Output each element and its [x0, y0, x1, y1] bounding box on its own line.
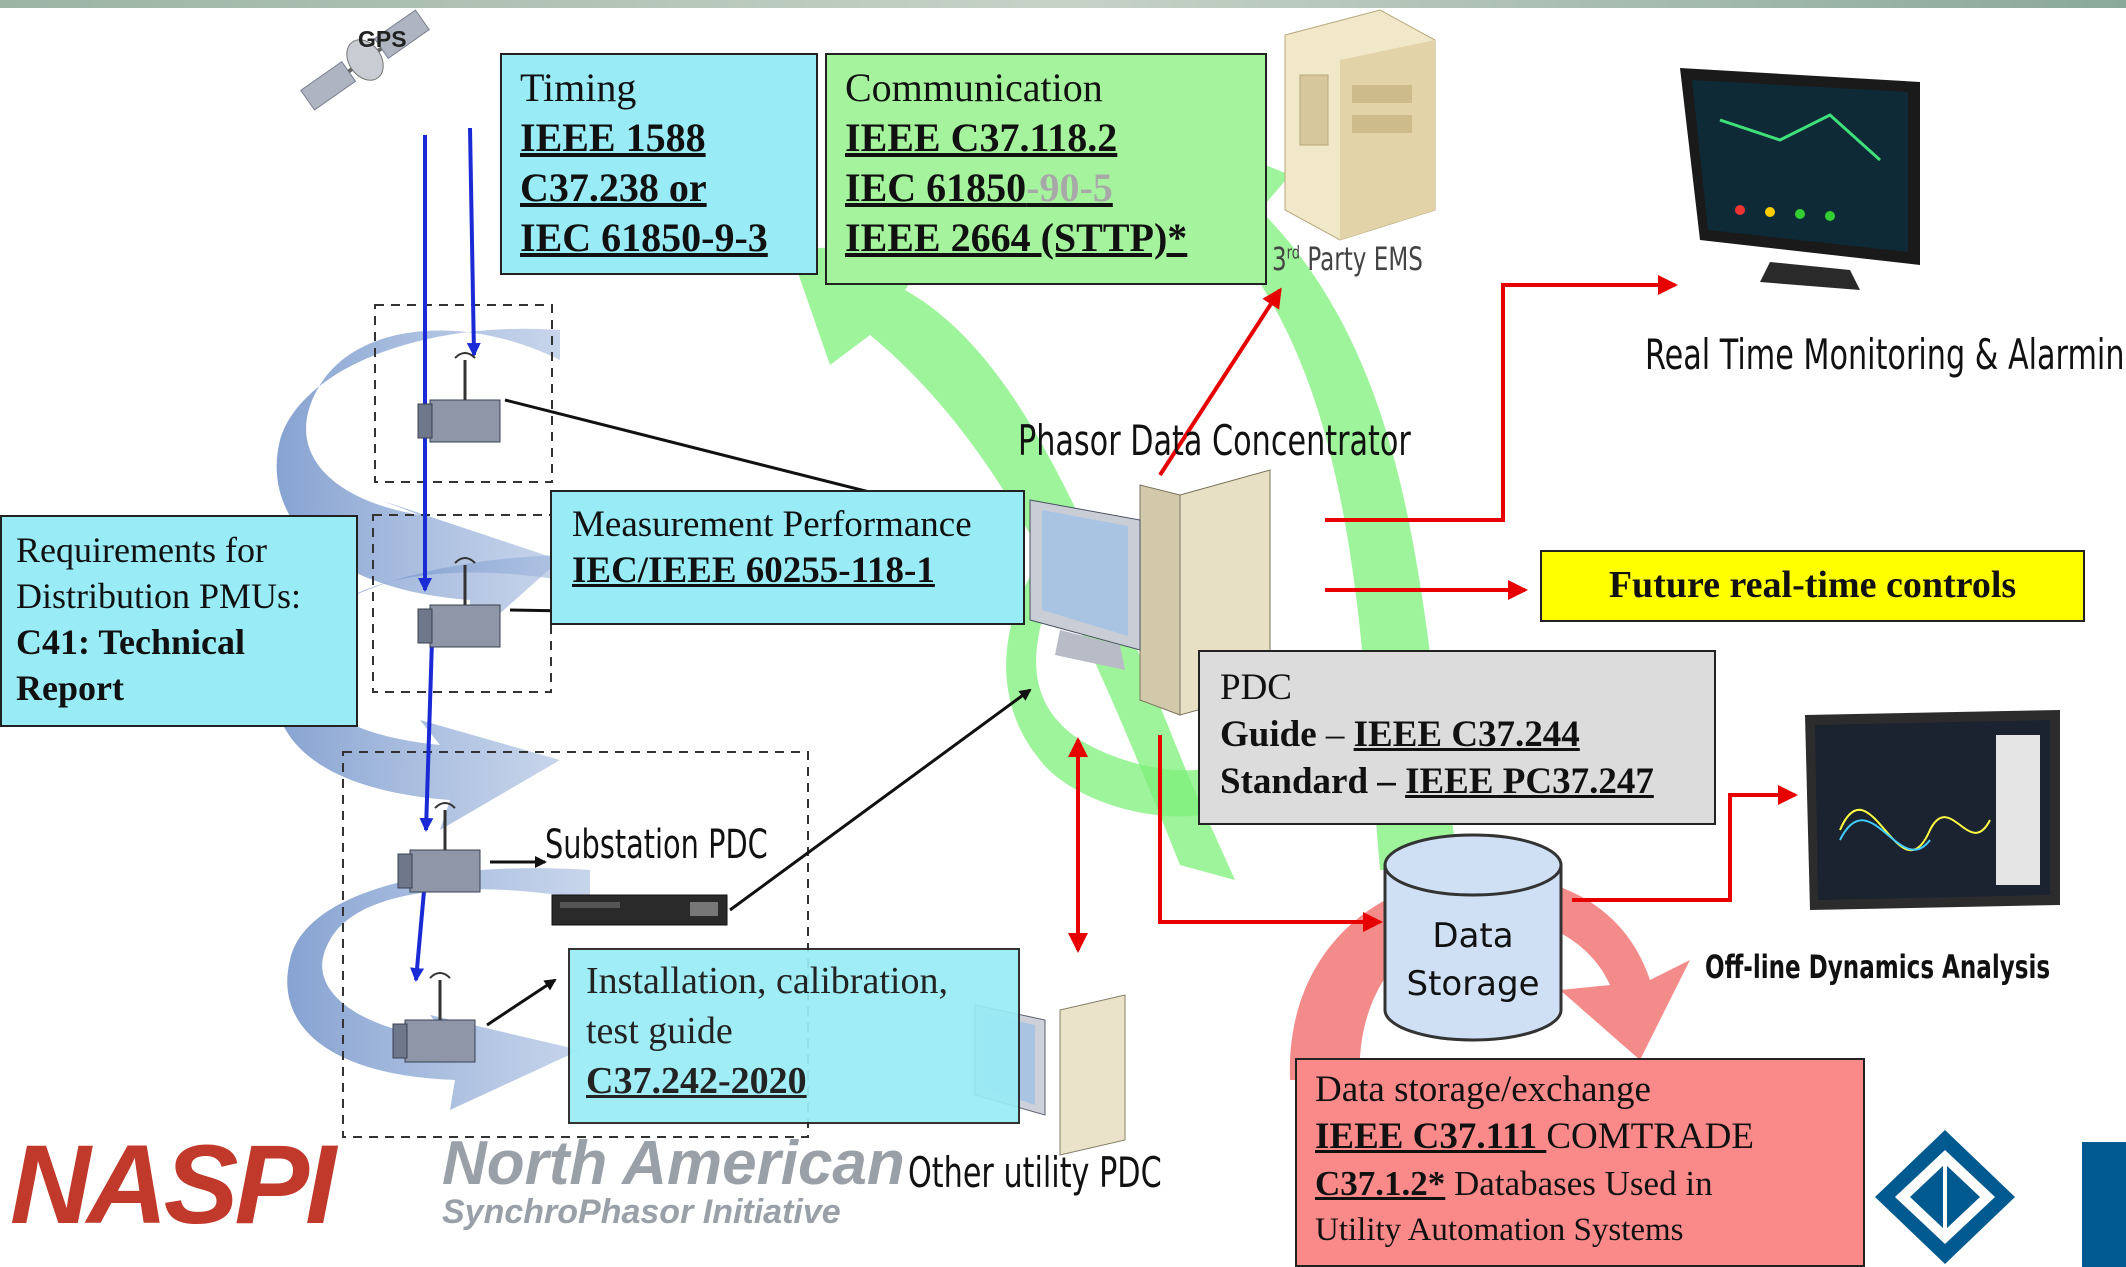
communication-box: Communication IEEE C37.118.2 IEC 61850-9… [825, 53, 1267, 285]
requirements-line-3: C41: Technical [16, 622, 246, 662]
communication-standard-3: IEEE 2664 (STTP)* [845, 215, 1188, 260]
timing-standard-1: IEEE 1588 [520, 115, 706, 160]
installation-line-1: Installation, calibration, [586, 960, 948, 1002]
substation-pdc-rack-icon [551, 894, 728, 926]
data-exchange-line-1: IEEE C37.111 COMTRADE [1315, 1116, 1754, 1157]
third-party-ems-server-icon [1284, 9, 1436, 241]
data-exchange-line-3: Utility Automation Systems [1315, 1212, 1684, 1248]
data-storage-label: Data Storage [1406, 916, 1540, 1004]
timing-standard-2: C37.238 or [520, 165, 707, 210]
communication-standard-2: IEC 61850-90-5 [845, 165, 1113, 210]
real-time-monitor-icon [1680, 68, 1920, 290]
installation-guide-box: Installation, calibration, test guide C3… [568, 948, 1020, 1124]
real-time-monitoring-label: Real Time Monitoring & Alarming [1645, 330, 2126, 379]
timing-box: Timing IEEE 1588 C37.238 or IEC 61850-9-… [500, 53, 818, 275]
requirements-line-1: Requirements for [16, 530, 267, 570]
timing-standard-3: IEC 61850-9-3 [520, 215, 768, 260]
data-storage-cylinder-icon [1383, 833, 1563, 1042]
pdc-standards-box: PDC Guide – IEEE C37.244 Standard – IEEE… [1198, 650, 1716, 825]
timing-heading: Timing [520, 65, 637, 110]
pmu-device-icons [392, 352, 501, 1063]
data-storage-exchange-box: Data storage/exchange IEEE C37.111 COMTR… [1295, 1058, 1865, 1267]
offline-analysis-monitor-icon [1805, 710, 2060, 910]
naspi-logo: NASPI [10, 1122, 336, 1247]
pdc-title: PDC [1220, 667, 1292, 708]
gps-label: GPS [358, 26, 407, 52]
naspi-title-line-2: SynchroPhasor Initiative [442, 1193, 841, 1231]
other-utility-pdc-label: Other utility PDC [908, 1148, 1162, 1197]
substation-pdc-label: Substation PDC [545, 822, 768, 868]
pdc-output-red-arrows [1068, 275, 1798, 953]
communication-standard-1: IEEE C37.118.2 [845, 115, 1118, 160]
third-party-ems-label: 3rd Party EMS [1272, 240, 1423, 278]
measurement-performance-box: Measurement Performance IEC/IEEE 60255-1… [550, 490, 1025, 625]
pdc-guide-line: Guide – IEEE C37.244 [1220, 714, 1580, 755]
pdc-standard-line: Standard – IEEE PC37.247 [1220, 761, 1654, 802]
future-real-time-controls-label: Future real-time controls [1608, 564, 2017, 606]
naspi-title-line-1: North American [442, 1129, 905, 1198]
gps-timing-lines [410, 127, 481, 982]
phasor-data-concentrator-label: Phasor Data Concentrator [1018, 416, 1411, 465]
ieee-logo-icon [1875, 1130, 2126, 1267]
measurement-standard: IEC/IEEE 60255-118-1 [572, 550, 935, 591]
gps-satellite-icon [300, 9, 430, 111]
offline-dynamics-analysis-label: Off-line Dynamics Analysis [1705, 948, 2051, 986]
data-exchange-heading: Data storage/exchange [1315, 1069, 1651, 1110]
future-real-time-controls-box: Future real-time controls [1540, 550, 2085, 622]
communication-heading: Communication [845, 65, 1103, 110]
requirements-line-2: Distribution PMUs: [16, 576, 302, 616]
requirements-box: Requirements for Distribution PMUs: C41:… [0, 515, 358, 727]
requirements-line-4: Report [16, 668, 124, 708]
installation-standard: C37.242-2020 [586, 1060, 807, 1102]
measurement-heading: Measurement Performance [572, 504, 972, 545]
installation-line-2: test guide [586, 1010, 733, 1052]
data-exchange-line-2: C37.1.2* Databases Used in [1315, 1164, 1713, 1203]
top-accent-bar [0, 0, 2126, 8]
